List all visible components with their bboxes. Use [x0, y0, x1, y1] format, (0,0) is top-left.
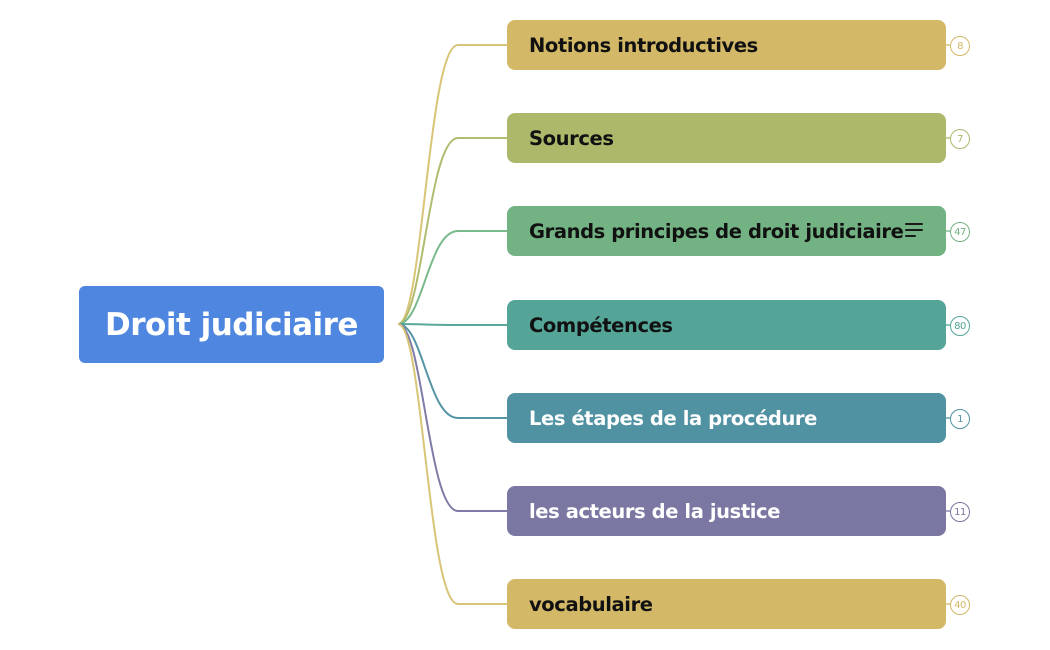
central-topic-label: Droit judiciaire [105, 306, 358, 343]
subtopic-count-badge[interactable]: 1 [950, 409, 970, 429]
topic-label: Les étapes de la procédure [529, 406, 817, 430]
topic-label: Grands principes de droit judiciaire [529, 219, 904, 243]
connector-line [397, 323, 507, 605]
topic-label: Notions introductives [529, 33, 758, 57]
subtopic-count-badge[interactable]: 40 [950, 595, 970, 615]
topic-sources[interactable]: Sources [507, 113, 946, 163]
connector-line [397, 323, 507, 512]
connector-line [397, 323, 507, 419]
subtopic-count-badge[interactable]: 47 [950, 222, 970, 242]
connector-line [397, 44, 507, 325]
topic-etapes-procedure[interactable]: Les étapes de la procédure [507, 393, 946, 443]
subtopic-count-badge[interactable]: 80 [950, 316, 970, 336]
topic-grands-principes[interactable]: Grands principes de droit judiciaire [507, 206, 946, 256]
topic-label: les acteurs de la justice [529, 499, 781, 523]
connector-line [397, 323, 507, 326]
topic-label: Sources [529, 126, 614, 150]
topic-label: Compétences [529, 313, 673, 337]
topic-competences[interactable]: Compétences [507, 300, 946, 350]
notes-lines-icon[interactable] [905, 223, 923, 239]
subtopic-count-badge[interactable]: 11 [950, 502, 970, 522]
topic-notions-introductives[interactable]: Notions introductives [507, 20, 946, 70]
subtopic-count-badge[interactable]: 7 [950, 129, 970, 149]
connector-line [397, 137, 507, 325]
topic-label: vocabulaire [529, 592, 653, 616]
topic-vocabulaire[interactable]: vocabulaire [507, 579, 946, 629]
central-topic[interactable]: Droit judiciaire [79, 286, 384, 363]
topic-acteurs-justice[interactable]: les acteurs de la justice [507, 486, 946, 536]
connector-line [397, 230, 507, 325]
subtopic-count-badge[interactable]: 8 [950, 36, 970, 56]
